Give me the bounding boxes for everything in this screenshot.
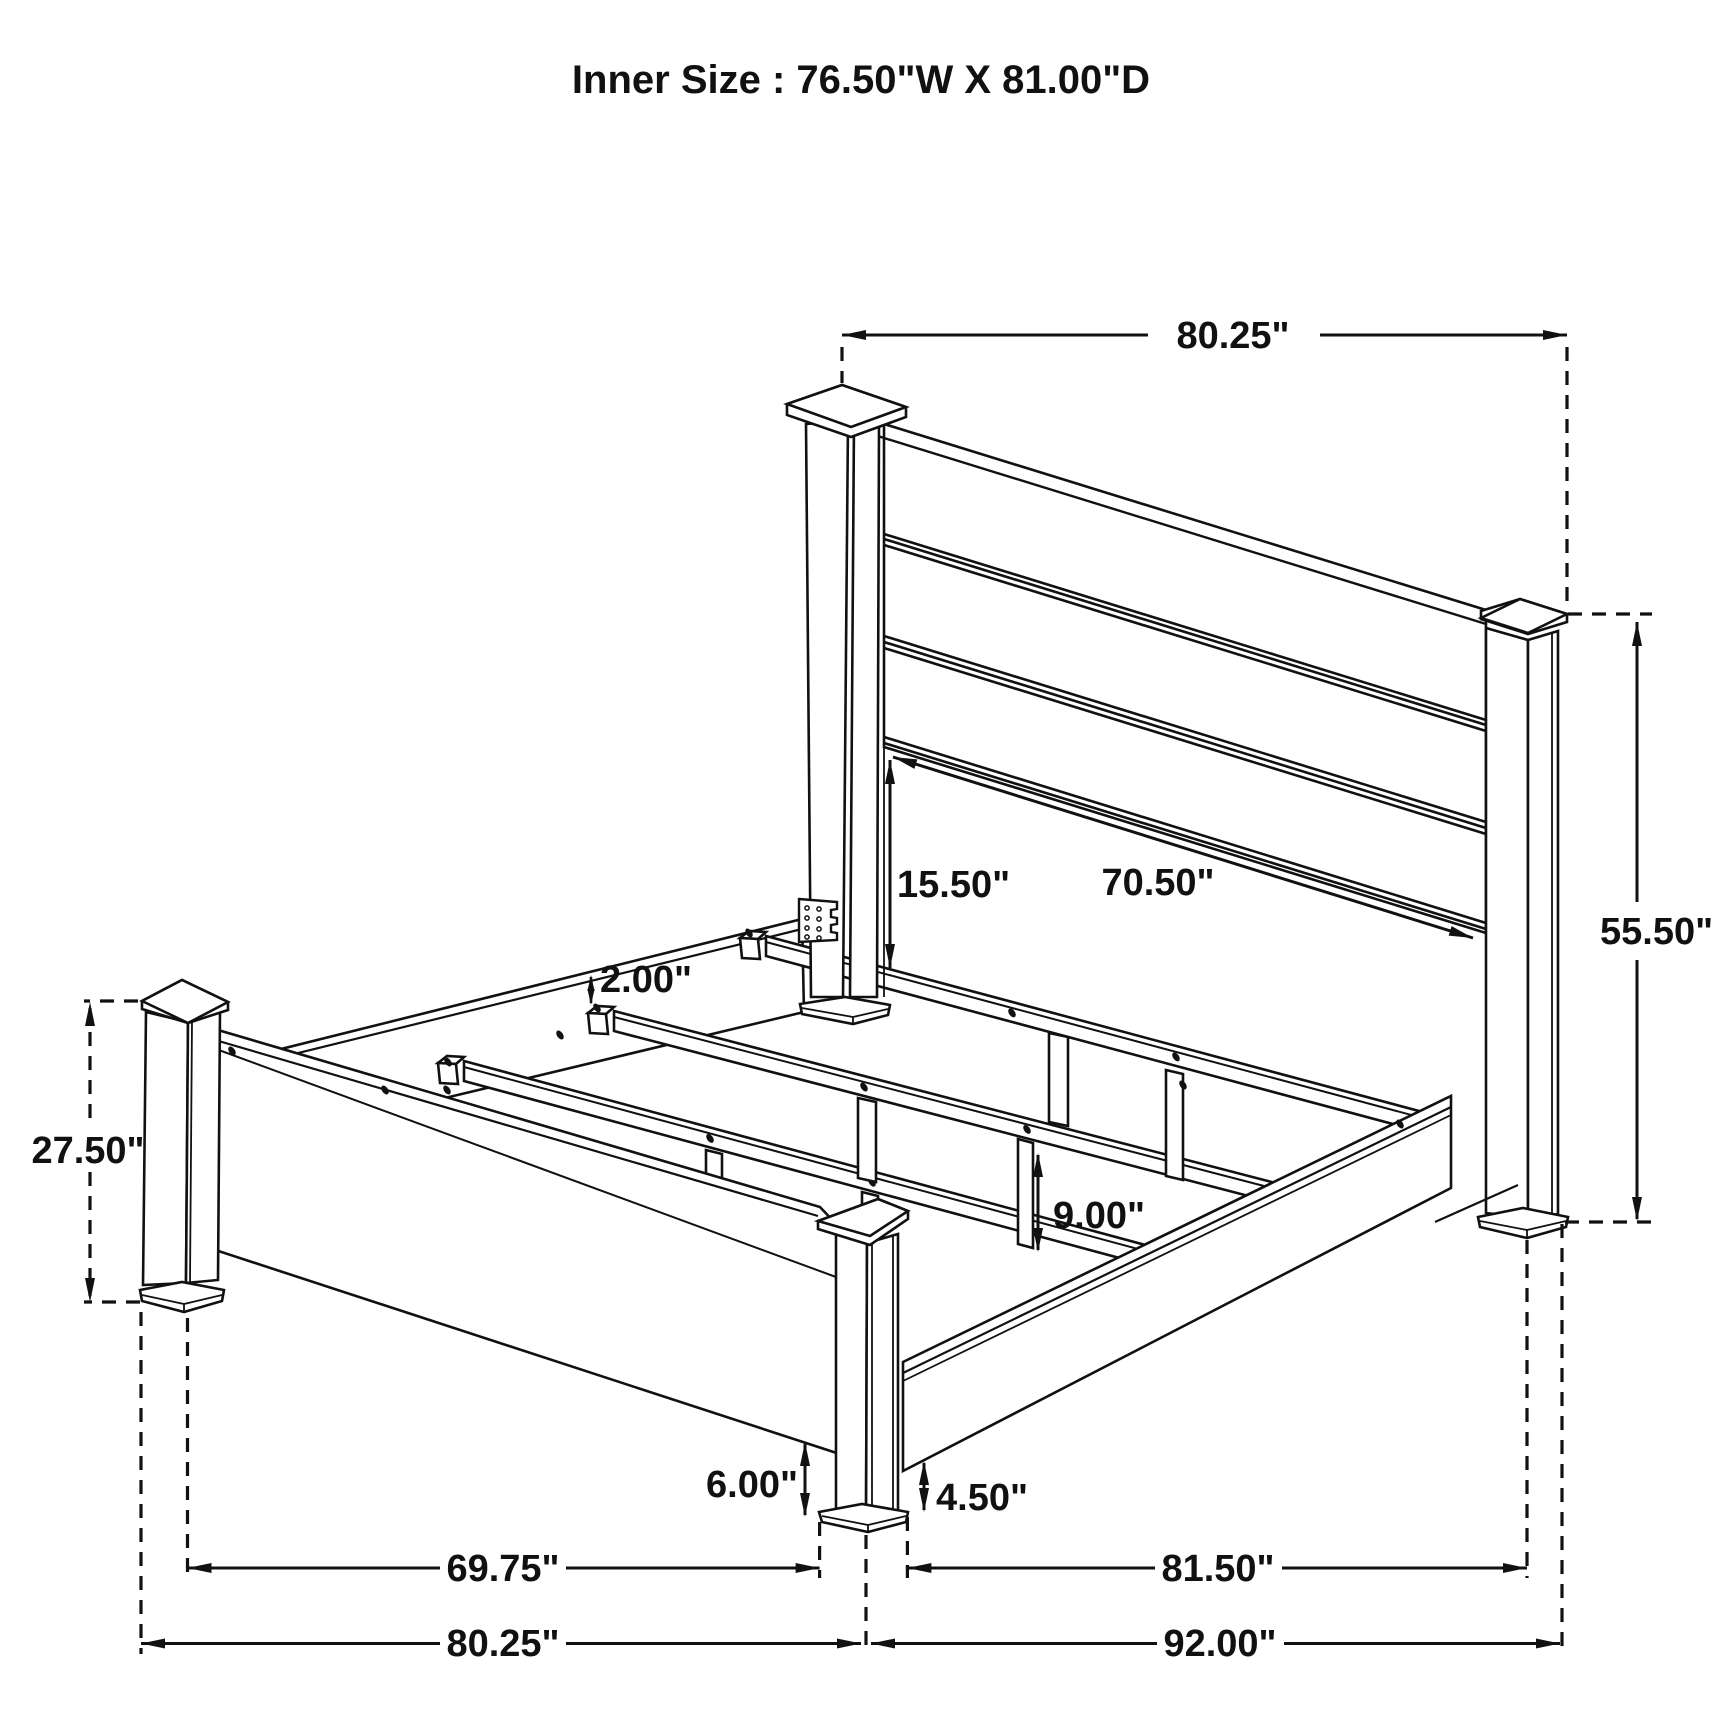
svg-text:4.50": 4.50": [936, 1477, 1028, 1519]
svg-text:80.25": 80.25": [446, 1623, 559, 1665]
svg-text:Inner Size : 76.50"W X 81.00"D: Inner Size : 76.50"W X 81.00"D: [572, 58, 1150, 102]
svg-text:6.00": 6.00": [706, 1464, 798, 1506]
svg-text:70.50": 70.50": [1101, 862, 1214, 904]
svg-text:55.50": 55.50": [1600, 911, 1713, 953]
svg-text:2.00": 2.00": [600, 959, 692, 1001]
svg-text:81.50": 81.50": [1161, 1548, 1274, 1590]
svg-text:27.50": 27.50": [31, 1130, 144, 1172]
svg-text:15.50": 15.50": [897, 864, 1010, 906]
svg-text:69.75": 69.75": [446, 1548, 559, 1590]
svg-text:9.00": 9.00": [1053, 1195, 1145, 1237]
svg-text:80.25": 80.25": [1176, 315, 1289, 357]
svg-text:92.00": 92.00": [1163, 1623, 1276, 1665]
